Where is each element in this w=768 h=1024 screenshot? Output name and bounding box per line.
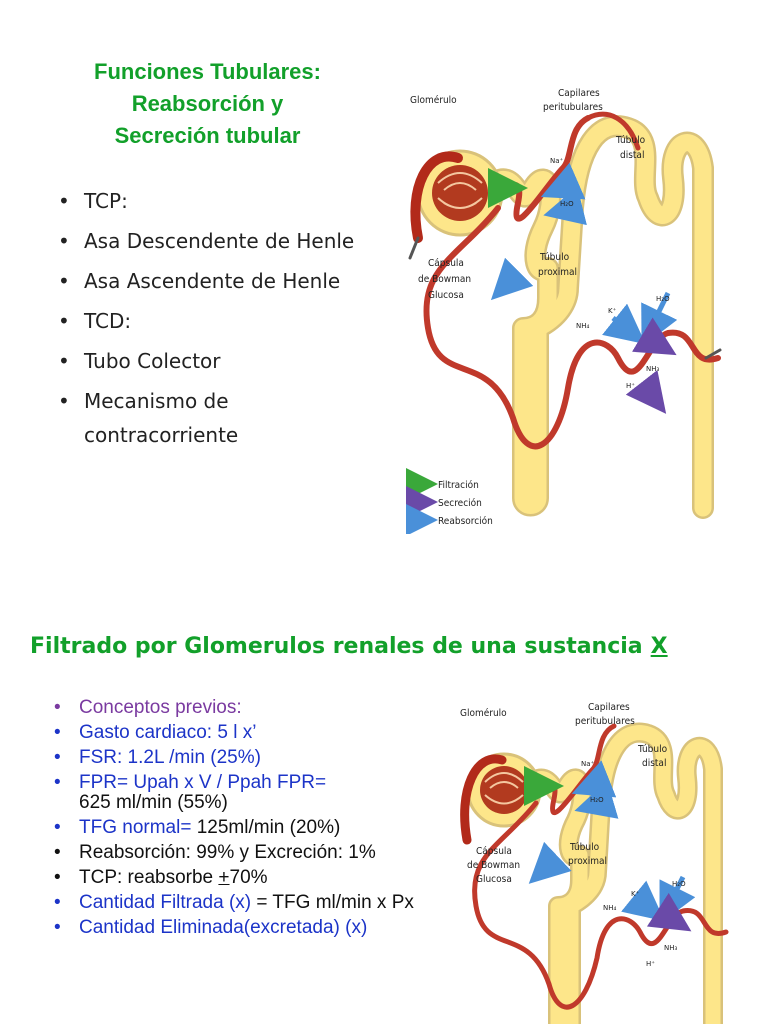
label-bowman: de Bowman [418,274,471,285]
label-proximal: proximal [538,267,577,278]
label-capilares: Capilares [588,702,630,713]
list-item: Reabsorción: 99% y Excreción: 1% [52,842,442,864]
item-text: Reabsorción: 99% y Excreción: 1% [79,842,376,863]
label-peritubulares: peritubulares [543,102,603,113]
item-text: Gasto cardiaco: 5 l x’ [79,722,257,743]
label-h2o: H₂O [590,796,604,804]
label-h: H⁺ [626,382,635,390]
label-capsula: Cápsula [428,257,464,269]
bowman-capsule [466,752,542,828]
item-text-black: 625 ml/min (55%) [79,792,228,813]
list-item: Cantidad Eliminada(excretada) (x) [52,917,442,939]
label-capilares: Capilares [558,88,600,99]
label-tubulo-distal: Túbulo [615,134,646,146]
label-k: K⁺ [608,307,617,315]
item-text: TCP: reabsorbe [79,867,219,888]
item-text: Cantidad Eliminada(excretada) (x) [79,917,368,938]
label-tubulo-proximal: Túbulo [569,841,600,853]
list-item: Tubo Colector [56,344,356,378]
list-item: Cantidad Filtrada (x) = TFG ml/min x Px [52,892,442,914]
label-h2o: H₂O [560,200,574,208]
nephron-diagram-2: Glomérulo Capilares peritubulares Túbulo… [450,700,730,1024]
title-line: Reabsorción y [131,91,284,116]
label-tubulo-distal: Túbulo [637,743,668,755]
label-glomerulo: Glomérulo [460,707,507,719]
tubule [518,722,723,1024]
list-item: Gasto cardiaco: 5 l x’ [52,722,442,744]
slide-glomerular-filtration: Filtrado por Glomerulos renales de una s… [0,576,768,1024]
label-glomerulo: Glomérulo [410,94,457,106]
item-text: Cantidad Filtrada (x) [79,892,252,913]
label-nh3: NH₃ [664,944,678,952]
slide2-title: Filtrado por Glomerulos renales de una s… [30,634,750,659]
nephron-svg: Glomérulo Capilares peritubulares Túbulo… [406,88,722,534]
label-nh3: NH₃ [646,365,660,373]
concepts-list: Conceptos previos: Gasto cardiaco: 5 l x… [52,698,442,943]
list-item: TCD: [56,304,356,338]
legend: Filtración Secreción Reabsorción [406,468,493,534]
label-na: Na⁺ [581,760,595,768]
label-k: K⁺ [631,890,640,898]
transport-arrows [524,760,696,932]
label-glucosa: Glucosa [428,290,464,301]
label-h: H⁺ [646,960,655,968]
list-item: TCP: reabsorbe +70% [52,867,442,889]
label-bowman: de Bowman [467,860,520,871]
diagram-labels: Glomérulo Capilares peritubulares Túbulo… [460,702,686,968]
label-glucosa: Glucosa [476,874,512,885]
list-item: FSR: 1.2L /min (25%) [52,747,442,769]
list-item: Asa Descendente de Henle [56,224,356,258]
label-distal: distal [620,150,644,161]
slide1-title: Funciones Tubulares: Reabsorción y Secre… [40,56,375,152]
list-item: TFG normal= 125ml/min (20%) [52,817,442,839]
label-nh4: NH₄ [603,904,617,912]
diagram-labels: Glomérulo Capilares peritubulares Túbulo… [410,88,670,390]
title-text: Filtrado por Glomerulos renales de una s… [30,634,643,659]
nephron-svg-2: Glomérulo Capilares peritubulares Túbulo… [460,702,729,1024]
item-text: FSR: 1.2L /min (25%) [79,747,261,768]
item-text: TFG normal= [79,817,192,838]
bowman-capsule [416,149,504,237]
label-h2o-distal: H₂O [672,880,686,888]
label-distal: distal [642,758,666,769]
tubule [477,115,714,519]
label-na: Na⁺ [550,157,564,165]
list-item: FPR= Upah x V / Ppah FPR=625 ml/min (55%… [52,773,442,813]
list-item: Asa Ascendente de Henle [56,264,356,298]
item-text-underlined: + [218,867,230,888]
nephron-diagram: Glomérulo Capilares peritubulares Túbulo… [398,88,728,534]
label-tubulo-proximal: Túbulo [539,251,570,263]
legend-secrecion: Secreción [438,497,482,509]
item-text: 70% [229,867,268,888]
item-text: Conceptos previos: [79,697,242,718]
transport-arrows [488,162,678,414]
slide-tubular-functions: Funciones Tubulares: Reabsorción y Secre… [0,0,768,576]
list-item: TCP: [56,184,356,218]
label-peritubulares: peritubulares [575,716,635,727]
item-text-black: = TFG ml/min x Px [251,892,414,913]
tubule-segment-list: TCP: Asa Descendente de Henle Asa Ascend… [56,184,356,458]
legend-reabsorcion: Reabsorción [438,515,493,527]
list-item: Mecanismo de contracorriente [56,384,356,452]
label-nh4: NH₄ [576,322,590,330]
legend-filtracion: Filtración [438,479,479,491]
title-line: Funciones Tubulares: [94,59,321,84]
item-text-black: 125ml/min (20%) [191,817,341,838]
label-proximal: proximal [568,856,607,867]
label-capsula: Cápsula [476,845,512,857]
label-h2o-distal: H₂O [656,295,670,303]
item-text: FPR= Upah x V / Ppah FPR= [79,772,327,793]
list-item: Conceptos previos: [52,697,442,719]
title-x: X [650,634,668,659]
title-line: Secreción tubular [114,123,301,148]
